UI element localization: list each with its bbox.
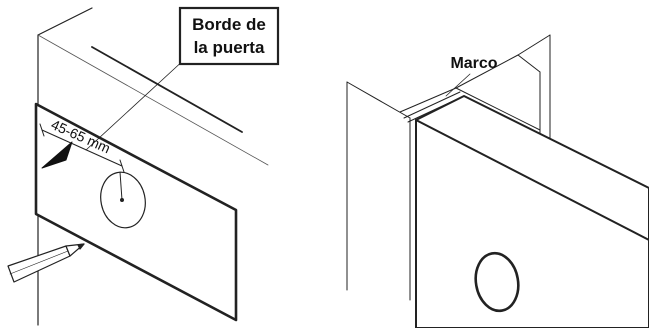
drilling-template: [34, 102, 238, 322]
edge-label-leader: [85, 57, 187, 151]
arrow-marker-icon: [41, 141, 73, 169]
dimension-line: [41, 129, 123, 167]
edge-label-line2: la puerta: [194, 38, 265, 57]
dimension-tick-left: [39, 123, 45, 137]
hole-center-line: [119, 171, 123, 201]
dimension-tick-right: [119, 159, 125, 173]
frame-header-3: [455, 87, 541, 131]
right-panel: [346, 34, 649, 328]
edge-label-line1: Borde de: [192, 15, 266, 34]
door-edge-top-line: [37, 7, 93, 36]
pencil-icon: [7, 243, 85, 283]
jamb-outer-top: [346, 81, 411, 119]
hole-center-point: [120, 198, 124, 202]
left-panel: [7, 7, 269, 326]
door-edge-diagonal-thick: [91, 46, 243, 133]
frame-header-2: [455, 54, 519, 89]
frame-label: Marco: [450, 55, 497, 72]
door-edge-diagonal-inner: [37, 34, 269, 166]
frame-back-top: [517, 34, 551, 56]
frame-header-4: [403, 91, 461, 119]
edge-label-box: Borde de la puerta: [178, 6, 280, 66]
door-leaf: [415, 95, 649, 328]
frame-label-leader: [445, 73, 471, 97]
door-hole-circle: [474, 251, 520, 313]
frame-header-1: [399, 87, 457, 113]
hole-circle: [100, 171, 146, 229]
door-leaf-top-edge: [415, 119, 649, 241]
frame-stop-top: [517, 54, 541, 73]
